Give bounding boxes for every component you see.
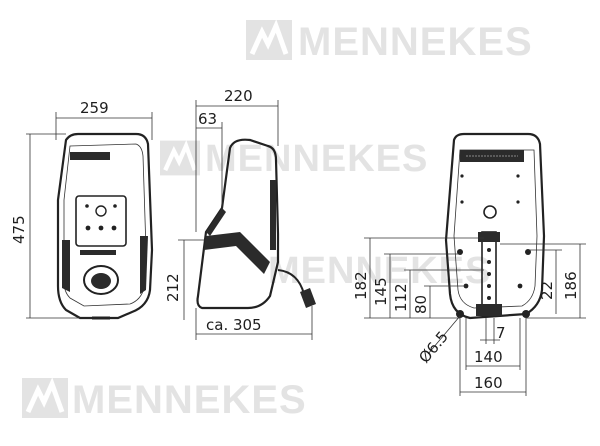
- dim-leader-hole: [427, 315, 461, 355]
- side-view: 220 63 212 ca. 305: [164, 87, 316, 340]
- watermark-text: MENNEKES: [298, 20, 533, 64]
- charging-plug: [300, 288, 316, 308]
- rail-bottom-block: [476, 304, 502, 316]
- mounting-rail-head: [478, 232, 500, 242]
- front-label: [80, 250, 116, 255]
- side-dark-strip: [206, 208, 226, 236]
- back-dim-7: 7: [496, 324, 506, 342]
- back-mount-hole: [483, 205, 497, 219]
- back-inner-outline: [453, 149, 538, 309]
- side-depth-label: 220: [224, 87, 253, 105]
- button-icon: [111, 225, 117, 231]
- back-dim-182: 182: [352, 271, 370, 300]
- front-logo-strip: [70, 152, 110, 160]
- front-side-panel-left: [62, 240, 70, 292]
- charging-socket-outer: [83, 265, 119, 295]
- side-back-rail: [270, 180, 276, 250]
- back-dim-186: 186: [562, 271, 580, 300]
- front-body-outline: [56, 132, 154, 320]
- side-body-outline: [196, 138, 280, 310]
- mount-hole-icon: [457, 249, 463, 255]
- mount-hole-icon: [522, 310, 530, 318]
- side-top-label: 63: [198, 110, 217, 128]
- back-hole-label: Ø6.5: [415, 328, 452, 367]
- back-dim-140: 140: [474, 348, 503, 366]
- status-led-icon: [113, 204, 117, 208]
- front-control-panel: [75, 195, 127, 247]
- mount-hole-icon: [517, 283, 523, 289]
- key-switch-icon: [95, 205, 107, 217]
- side-height-label: 212: [164, 273, 182, 302]
- front-height-label: 475: [10, 215, 28, 244]
- back-dim-145: 145: [372, 277, 390, 306]
- back-dim-22: 22: [538, 281, 556, 300]
- front-side-panel-right: [140, 236, 148, 294]
- button-icon: [85, 225, 91, 231]
- watermark-logo-icon: [160, 140, 200, 176]
- watermark-text: MENNEKES: [205, 138, 429, 180]
- watermark-logo-icon: [246, 20, 292, 60]
- watermark-text: MENNEKES: [72, 378, 307, 422]
- watermark-logo-icon: [22, 378, 68, 418]
- front-width-label: 259: [80, 99, 109, 117]
- mount-hole-icon: [525, 249, 531, 255]
- back-dim-112: 112: [392, 283, 410, 312]
- back-dim-80: 80: [412, 295, 430, 314]
- back-dim-160: 160: [474, 374, 503, 392]
- status-led-icon: [85, 204, 89, 208]
- charging-socket-inner: [91, 273, 111, 289]
- side-lower-wedge: [204, 232, 270, 274]
- front-view: 259 475: [10, 99, 154, 320]
- side-cable-label: ca. 305: [206, 316, 262, 334]
- watermark-text: MENNEKES: [268, 250, 492, 292]
- button-icon: [98, 225, 104, 231]
- mounting-rail: [481, 231, 497, 307]
- back-view: 182 145 112 80 22 186 Ø6.5 7: [352, 132, 586, 396]
- mount-hole-icon: [456, 310, 464, 318]
